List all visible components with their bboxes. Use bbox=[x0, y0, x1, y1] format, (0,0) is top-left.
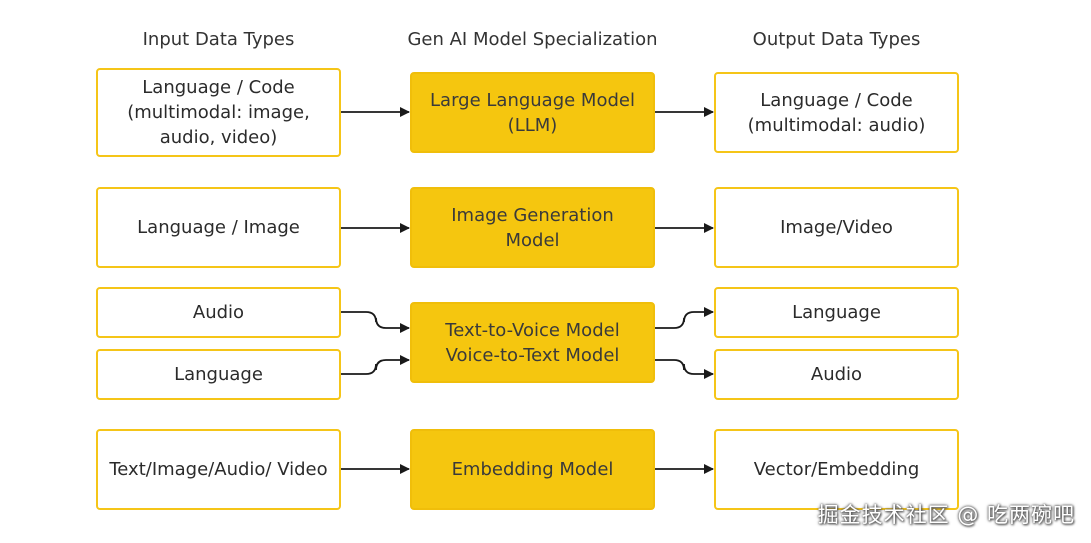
voice-input-audio-box: Audio bbox=[96, 287, 341, 338]
llm-input-box: Language / Code (multimodal: image, audi… bbox=[96, 68, 341, 157]
llm-input-line-2: (multimodal: image, bbox=[127, 102, 310, 123]
llm-output-box: Language / Code (multimodal: audio) bbox=[714, 72, 959, 153]
voice-output-language-box: Language bbox=[714, 287, 959, 338]
voice-model-line-1: Text-to-Voice Model bbox=[445, 319, 620, 341]
header-input: Input Data Types bbox=[142, 29, 295, 50]
embedding-input-text: Text/Image/Audio/ Video bbox=[109, 459, 328, 480]
image-gen-input-text: Language / Image bbox=[137, 217, 300, 238]
embedding-input-box: Text/Image/Audio/ Video bbox=[96, 429, 341, 510]
image-gen-model-line-2: Model bbox=[505, 229, 560, 251]
llm-output-line-2: (multimodal: audio) bbox=[747, 114, 926, 136]
llm-output-line-1: Language / Code bbox=[760, 89, 913, 111]
voice-input-language-box: Language bbox=[96, 349, 341, 400]
image-gen-output-text: Image/Video bbox=[780, 217, 893, 238]
embedding-output-box: Vector/Embedding bbox=[714, 429, 959, 510]
voice-model-box: Text-to-Voice Model Voice-to-Text Model bbox=[410, 302, 655, 383]
llm-model-box: Large Language Model (LLM) bbox=[410, 72, 655, 153]
embedding-model-box: Embedding Model bbox=[410, 429, 655, 510]
arrow-voice-out-language bbox=[655, 307, 714, 329]
embedding-model-text: Embedding Model bbox=[451, 459, 614, 480]
voice-output-audio-box: Audio bbox=[714, 349, 959, 400]
llm-model-line-1: Large Language Model bbox=[430, 89, 635, 111]
voice-model-line-2: Voice-to-Text Model bbox=[445, 344, 620, 366]
voice-output-audio-text: Audio bbox=[810, 364, 863, 385]
llm-input-line-3: audio, video) bbox=[159, 127, 278, 148]
image-gen-input-box: Language / Image bbox=[96, 187, 341, 268]
llm-input-line-1: Language / Code bbox=[142, 77, 295, 98]
image-gen-model-line-1: Image Generation bbox=[451, 204, 614, 226]
embedding-output-text: Vector/Embedding bbox=[753, 459, 920, 480]
image-gen-output-box: Image/Video bbox=[714, 187, 959, 268]
arrow-voice-in-audio bbox=[341, 311, 410, 333]
voice-input-language-text: Language bbox=[174, 364, 263, 385]
arrow-voice-in-language bbox=[341, 355, 410, 375]
header-model: Gen AI Model Specialization bbox=[407, 29, 658, 50]
llm-model-line-2: (LLM) bbox=[507, 114, 558, 136]
image-gen-model-box: Image Generation Model bbox=[410, 187, 655, 268]
arrow-voice-out-audio bbox=[655, 359, 714, 379]
watermark: 掘金技术社区 @ 吃两碗吧 bbox=[817, 503, 1075, 527]
voice-output-language-text: Language bbox=[792, 302, 881, 323]
header-output: Output Data Types bbox=[752, 29, 921, 50]
voice-input-audio-text: Audio bbox=[192, 302, 245, 323]
